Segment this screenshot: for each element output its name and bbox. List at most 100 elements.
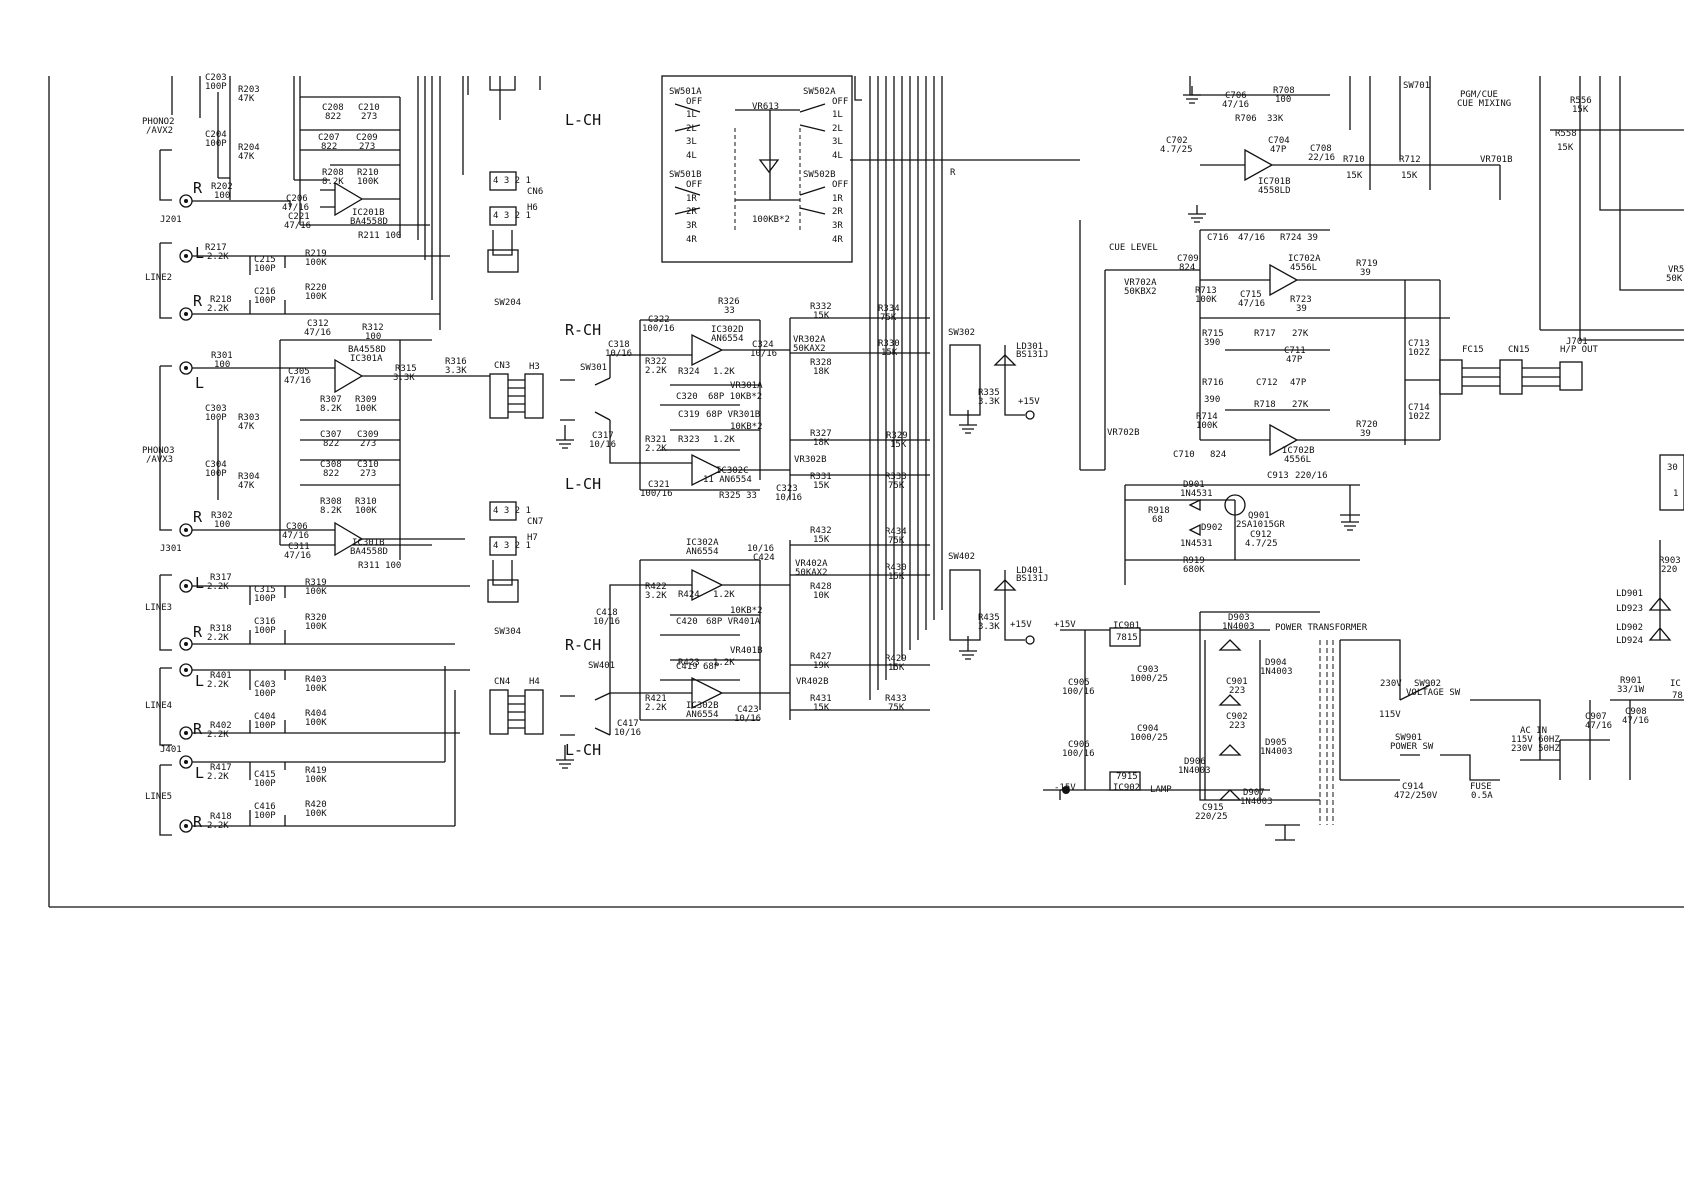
label-110: C403 [254,680,276,690]
label-265: 2.2K [645,703,667,713]
led-indicator-column [1648,454,1684,641]
label-261: R429 [885,654,907,664]
label-247: R428 [810,582,832,592]
label-287: SW701 [1403,81,1430,91]
label-273: 75K [888,703,905,713]
label-325: R723 [1290,295,1312,305]
label-213: 15K [881,348,898,358]
label-85: R302 [211,511,233,521]
label-234: C424 [753,553,775,563]
label-18: 822 [325,112,341,122]
label-256: VR401B [730,646,763,656]
label-95: R317 [210,573,232,583]
label-20: 273 [361,112,377,122]
label-412: LAMP [1150,785,1172,795]
label-48: 100 [365,332,381,342]
label-336: CN15 [1508,345,1530,355]
label-161: SW502B [803,170,836,180]
channel-label-2: L-CH [565,475,601,493]
label-434: 4 3 2 1 [493,211,531,221]
label-121: J401 [160,745,182,755]
connectors [487,76,544,735]
label-24: 273 [359,142,375,152]
label-382: C905 [1068,678,1090,688]
label-46: 47/16 [304,328,331,338]
label-40: 100P [254,296,276,306]
label-58: 3.3K [445,366,467,376]
label-368: R919 [1183,556,1205,566]
label-116: 100P [254,721,276,731]
channel-label-4: L-CH [565,741,601,759]
label-34: C215 [254,255,276,265]
label-170: 3R [832,221,843,231]
label-166: 4R [686,235,697,245]
label-215: 18K [813,367,830,377]
label-311: R724 39 [1280,233,1318,243]
label-334: 102Z [1408,348,1430,358]
label-93: R311 100 [358,561,401,571]
label-314: 824 [1179,263,1195,273]
label-236: 15K [813,535,830,545]
label-211: 50KAX2 [793,344,826,354]
label-57: R316 [445,357,467,367]
label-405: C908 [1625,707,1647,717]
label-41: R220 [305,283,327,293]
label-410: IC902 [1113,783,1140,793]
label-37: 100K [305,258,327,268]
channel-label-1: R-CH [565,321,601,339]
power-supply [1043,611,1684,841]
label-88: 47/16 [282,531,309,541]
label-283: C706 [1225,91,1247,101]
label-28: 100K [357,177,379,187]
label-199: IC302C [716,466,749,476]
label-42: 100K [305,292,327,302]
label-397: 1N4003 [1260,747,1293,757]
label-160: SW501B [669,170,702,180]
label-184: 2.2K [645,366,667,376]
label-75: R304 [238,472,260,482]
label-318: 50KBX2 [1124,287,1157,297]
label-68: 822 [323,439,339,449]
label-307: IC701B [1258,177,1291,187]
label-224: 75K [888,481,905,491]
label-182: 10/16 [750,349,777,359]
label-143: CN4 [494,677,510,687]
label-269: 10/16 [734,714,761,724]
label-35: 100P [254,264,276,274]
label-30: BA4558D [350,217,388,227]
label-250: C420 [676,617,698,627]
label-343: R718 [1254,400,1276,410]
label-304: R712 [1399,155,1421,165]
preamp-wiring [192,76,501,827]
label-71: PHONO3 [142,446,175,456]
fader-network [789,76,1080,720]
label-435: 4 3 2 1 [493,506,531,516]
label-330: 27K [1292,329,1309,339]
label-430: 50K [1666,274,1683,284]
label-148: SW502A [803,87,836,97]
label-92: 47/16 [284,551,311,561]
label-376: D904 [1265,658,1287,668]
label-352: IC702B [1282,446,1315,456]
label-180: 10/16 [605,349,632,359]
label-264: R421 [645,694,667,704]
label-414: 1N4003 [1240,797,1273,807]
label-399: POWER SW [1390,742,1434,752]
label-364: D902 [1201,523,1223,533]
label-43: R218 [210,295,232,305]
label-181: C324 [752,340,774,350]
channel-label-8: L [195,244,204,262]
label-9: /AVX2 [146,126,173,136]
label-188: C320 [676,392,698,402]
label-131: R420 [305,800,327,810]
sheet-frame [48,76,1684,908]
label-344: 27K [1292,400,1309,410]
label-285: R708 [1273,86,1295,96]
label-25: R208 [322,168,344,178]
label-23: C209 [356,133,378,143]
label-360: R918 [1148,506,1170,516]
label-119: R402 [210,721,232,731]
label-59: C303 [205,404,227,414]
